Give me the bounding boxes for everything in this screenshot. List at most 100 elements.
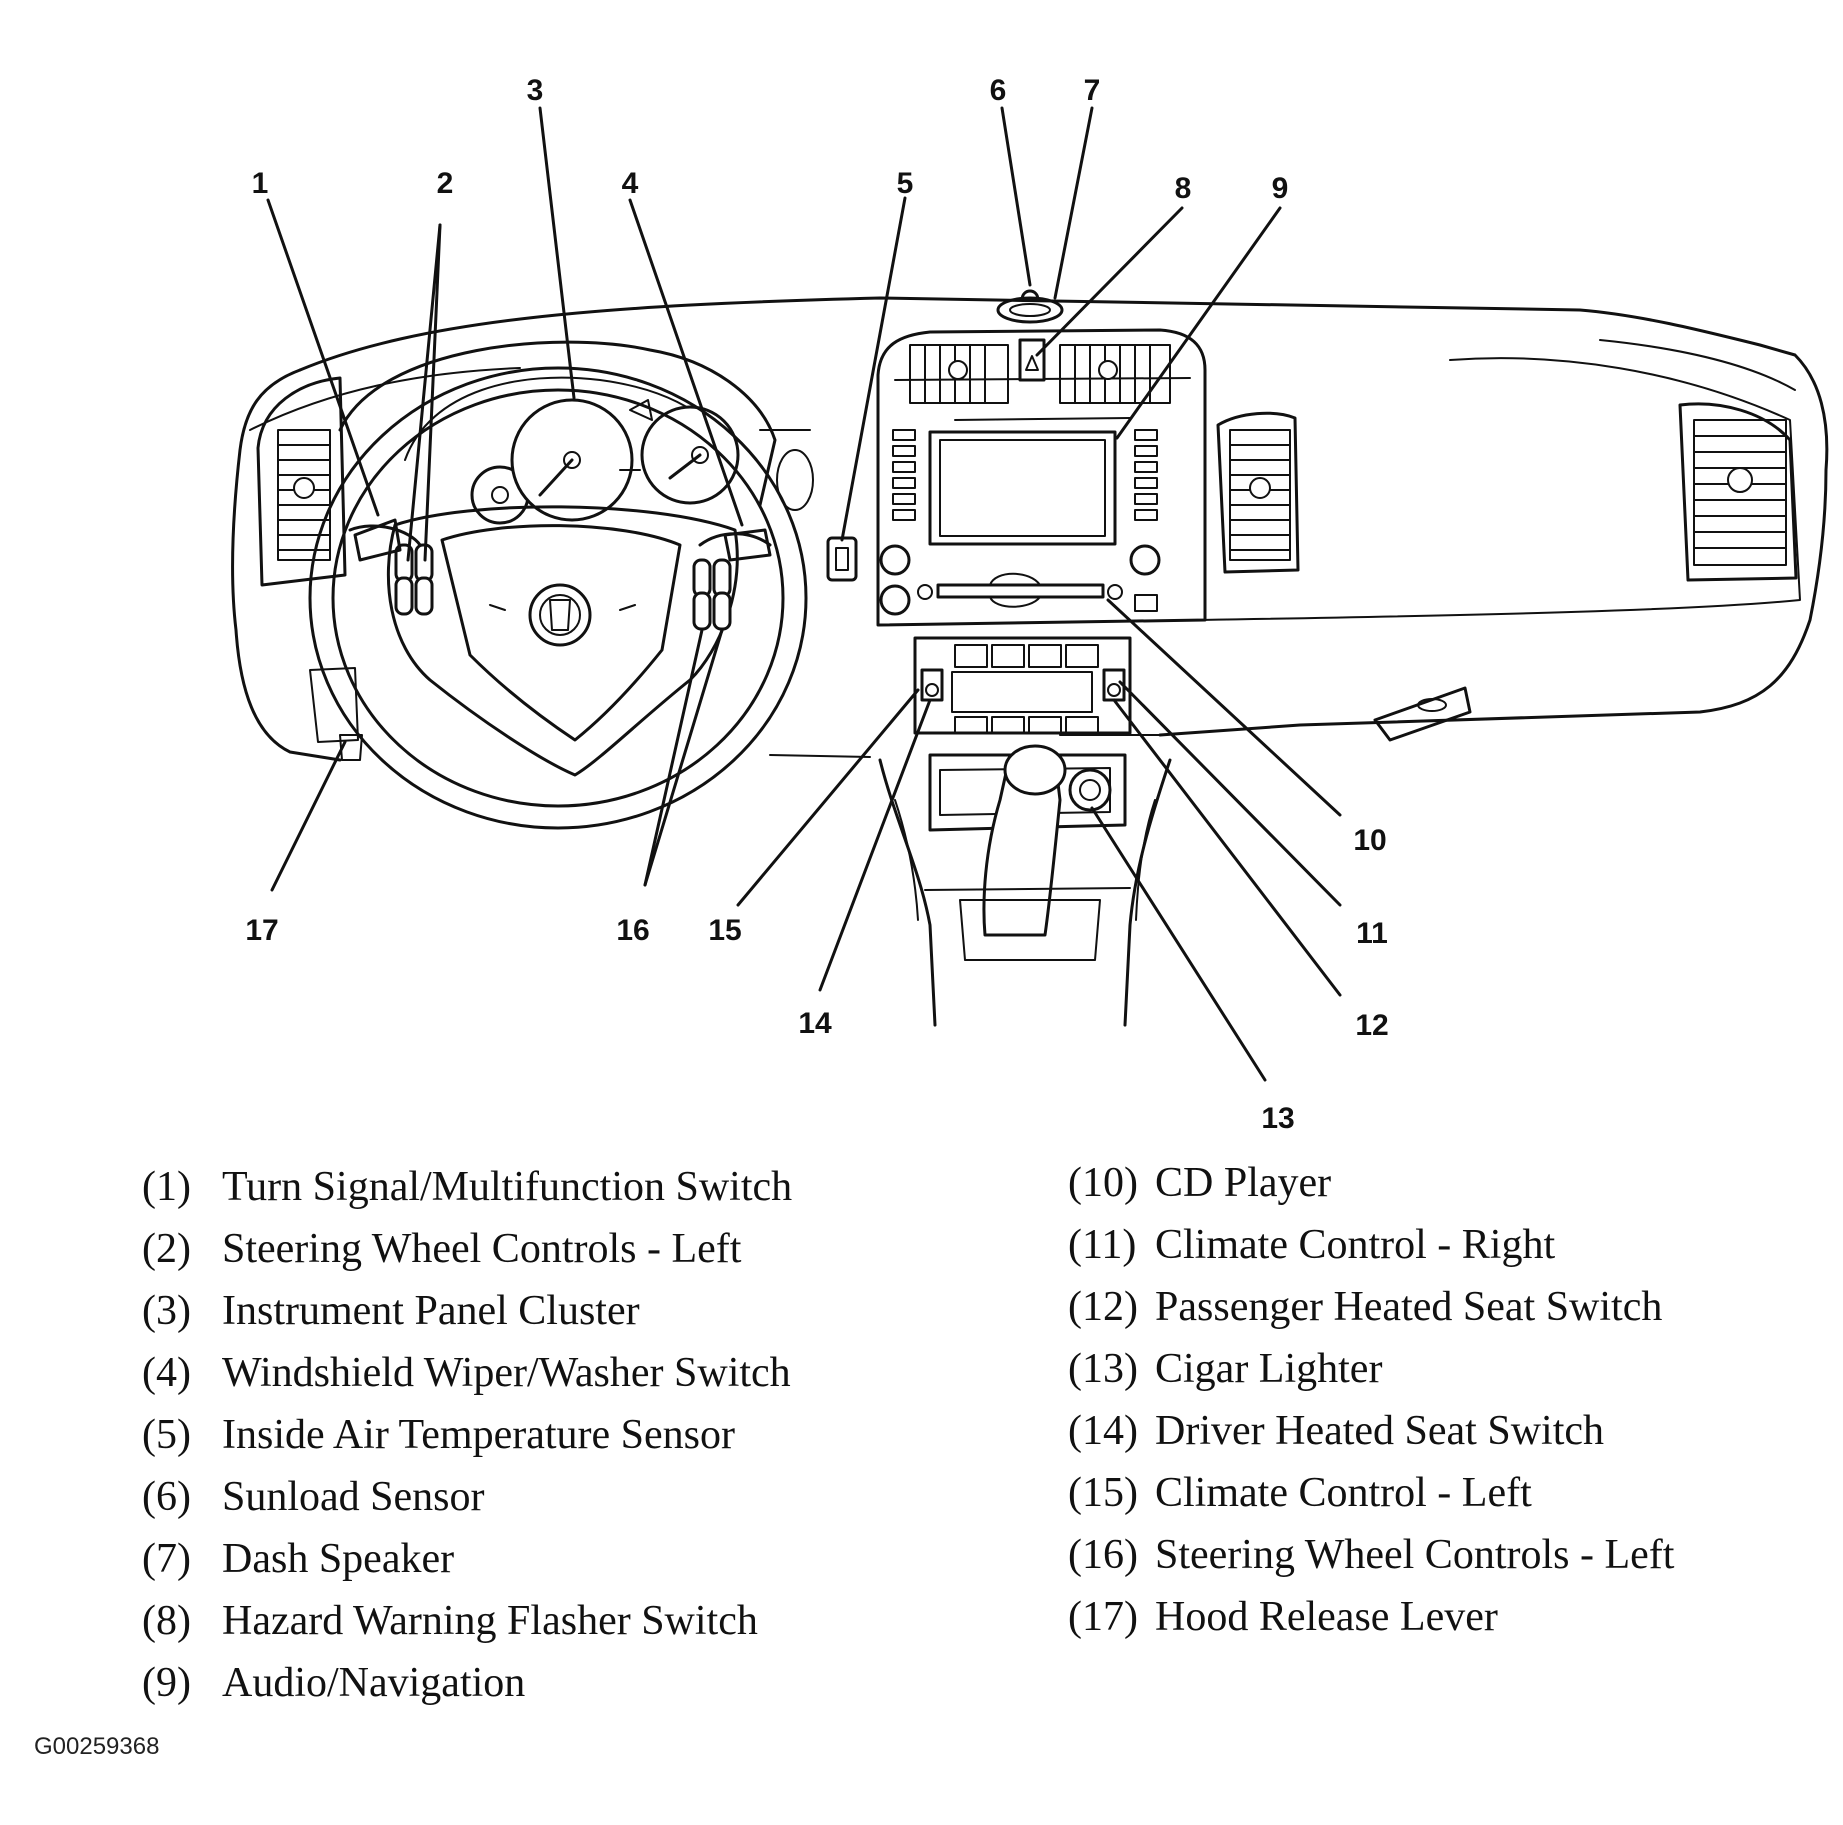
leader-4 [628, 198, 744, 527]
legend-label: Inside Air Temperature Sensor [222, 1412, 735, 1458]
legend-label: Climate Control - Left [1155, 1470, 1532, 1516]
legend-label: Windshield Wiper/Washer Switch [222, 1350, 791, 1396]
callout-10: 10 [1353, 824, 1386, 857]
legend-item: (10) CD Player [1068, 1152, 1674, 1214]
legend-item: (13) Cigar Lighter [1068, 1338, 1674, 1400]
legend-number: (3) [142, 1288, 191, 1334]
legend-item: (1) Turn Signal/Multifunction Switch [142, 1156, 792, 1218]
legend-number: (11) [1068, 1222, 1137, 1268]
legend-item: (4) Windshield Wiper/Washer Switch [142, 1342, 792, 1404]
inside-air-temperature-sensor-drawing [826, 536, 858, 582]
leader-16a [643, 628, 704, 887]
legend-number: (12) [1068, 1284, 1138, 1330]
legend-number: (4) [142, 1350, 191, 1396]
callout-12: 12 [1355, 1009, 1388, 1042]
leader-2b [423, 223, 442, 562]
callout-numbers: 1 2 3 4 5 6 7 8 9 10 11 12 13 14 15 16 1… [245, 74, 1388, 1135]
leader-15 [736, 688, 920, 907]
callout-1: 1 [252, 167, 269, 200]
leader-7 [1053, 106, 1094, 300]
audio-side-buttons [892, 429, 1158, 521]
callout-2: 2 [437, 167, 454, 200]
legend-item: (3) Instrument Panel Cluster [142, 1280, 792, 1342]
legend-number: (15) [1068, 1470, 1138, 1516]
steering-wheel-drawing [308, 366, 808, 830]
legend-item: (8) Hazard Warning Flasher Switch [142, 1590, 792, 1652]
callout-4: 4 [622, 167, 639, 200]
legend-item: (11) Climate Control - Right [1068, 1214, 1674, 1276]
legend-number: (2) [142, 1226, 191, 1272]
leader-13 [1090, 806, 1267, 1082]
leader-17 [270, 740, 347, 892]
callout-6: 6 [990, 74, 1007, 107]
leader-14 [818, 698, 932, 992]
center-stack-drawing [876, 328, 1207, 1027]
legend-number: (5) [142, 1412, 191, 1458]
legend-item: (17) Hood Release Lever [1068, 1586, 1674, 1648]
callout-5: 5 [897, 167, 914, 200]
legend-number: (10) [1068, 1160, 1138, 1206]
hood-release-lever-drawing [309, 667, 363, 761]
legend-number: (6) [142, 1474, 191, 1520]
legend-left-column: (1) Turn Signal/Multifunction Switch (2) S… [142, 1156, 792, 1714]
instrument-cluster-drawing [338, 340, 814, 525]
legend-label: Hood Release Lever [1155, 1594, 1498, 1640]
dashboard-outline [231, 296, 1829, 762]
leader-lines [266, 106, 1342, 1082]
legend-right-column: (10) CD Player (11) Climate Control - Righ… [1068, 1152, 1674, 1648]
legend-number: (13) [1068, 1346, 1138, 1392]
legend-item: (16) Steering Wheel Controls - Left [1068, 1524, 1674, 1586]
callout-11: 11 [1356, 917, 1388, 950]
legend-item: (15) Climate Control - Left [1068, 1462, 1674, 1524]
leader-12 [1112, 698, 1342, 997]
legend-item: (12)Passenger Heated Seat Switch [1068, 1276, 1674, 1338]
callout-17: 17 [245, 914, 278, 947]
legend-label: Hazard Warning Flasher Switch [222, 1598, 758, 1644]
legend-number: (8) [142, 1598, 191, 1644]
dashboard-diagram: 1 2 3 4 5 6 7 8 9 10 11 12 13 14 15 16 1… [231, 74, 1829, 1135]
leader-3 [538, 106, 576, 400]
legend-item: (5) Inside Air Temperature Sensor [142, 1404, 792, 1466]
leader-1 [266, 198, 380, 517]
callout-3: 3 [527, 74, 544, 107]
legend-label: Turn Signal/Multifunction Switch [222, 1164, 793, 1210]
legend-item: (2) Steering Wheel Controls - Left [142, 1218, 792, 1280]
legend-label: Cigar Lighter [1155, 1346, 1383, 1392]
right-outer-air-vent [1678, 402, 1798, 582]
callout-9: 9 [1272, 172, 1289, 205]
callout-8: 8 [1175, 172, 1192, 205]
leader-2a [406, 223, 442, 562]
callout-14: 14 [798, 1007, 832, 1040]
legend-label: Sunload Sensor [222, 1474, 485, 1520]
sunload-sensor-dash-speaker-drawing [996, 289, 1064, 324]
legend-label: CD Player [1155, 1160, 1332, 1206]
figure-id: G00259368 [34, 1733, 160, 1760]
callout-7: 7 [1084, 74, 1101, 107]
legend-label: Steering Wheel Controls - Left [222, 1226, 742, 1272]
leader-6 [1000, 106, 1032, 287]
callout-16: 16 [616, 914, 649, 947]
leader-16b [643, 628, 724, 887]
legend-label: Steering Wheel Controls - Left [1155, 1532, 1675, 1578]
legend-number: (14) [1068, 1408, 1138, 1454]
leader-9 [1115, 206, 1282, 440]
legend-number: (16) [1068, 1532, 1138, 1578]
glove-box-handle [1373, 686, 1472, 742]
callout-13: 13 [1261, 1102, 1294, 1135]
left-air-vent [256, 376, 347, 587]
callout-15: 15 [708, 914, 741, 947]
legend-number: (7) [142, 1536, 191, 1582]
leader-10 [1106, 598, 1342, 817]
legend-number: (1) [142, 1164, 191, 1210]
legend-item: (14) Driver Heated Seat Switch [1068, 1400, 1674, 1462]
legend-number: (17) [1068, 1594, 1138, 1640]
right-center-air-vent [1216, 411, 1300, 574]
leader-11 [1118, 680, 1342, 907]
legend-label: Driver Heated Seat Switch [1155, 1408, 1605, 1454]
legend-item: (6) Sunload Sensor [142, 1466, 792, 1528]
legend-label: Dash Speaker [222, 1536, 455, 1582]
legend-label: Instrument Panel Cluster [222, 1288, 640, 1334]
legend-label: Climate Control - Right [1155, 1222, 1556, 1268]
legend-item: (7) Dash Speaker [142, 1528, 792, 1590]
legend-item: (9)Audio/Navigation [142, 1652, 792, 1714]
